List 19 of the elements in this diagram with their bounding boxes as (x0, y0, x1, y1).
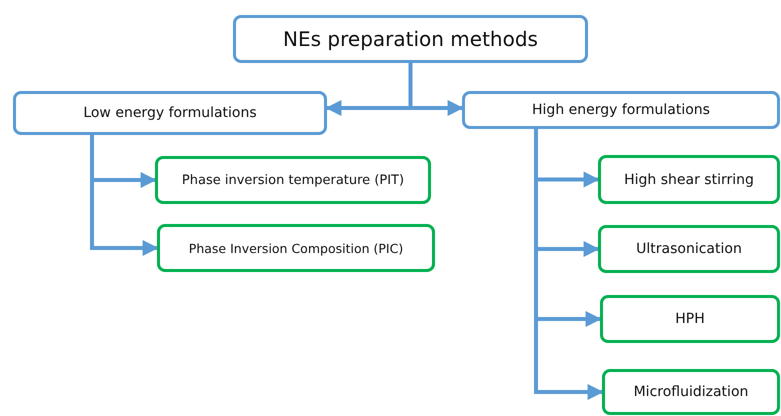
category-box (13, 91, 327, 135)
node-label: Phase inversion temperature (PIT) (182, 172, 404, 188)
node-label: Ultrasonication (636, 241, 742, 257)
category-box (462, 91, 780, 129)
title-box (233, 15, 588, 63)
node-label: NEs preparation methods (283, 27, 538, 51)
method-box (598, 225, 780, 273)
node-label: Microfluidization (634, 384, 748, 400)
node-label: Phase Inversion Composition (PIC) (188, 240, 404, 256)
node-label: High energy formulations (532, 102, 710, 118)
method-box (155, 156, 431, 204)
method-box (602, 369, 780, 415)
node-label: Low energy formulations (83, 105, 257, 121)
method-box (157, 224, 435, 272)
node-label: HPH (675, 311, 705, 327)
method-box (600, 295, 780, 343)
arrow (534, 129, 604, 400)
method-box (598, 155, 780, 204)
node-label: High shear stirring (624, 172, 754, 188)
